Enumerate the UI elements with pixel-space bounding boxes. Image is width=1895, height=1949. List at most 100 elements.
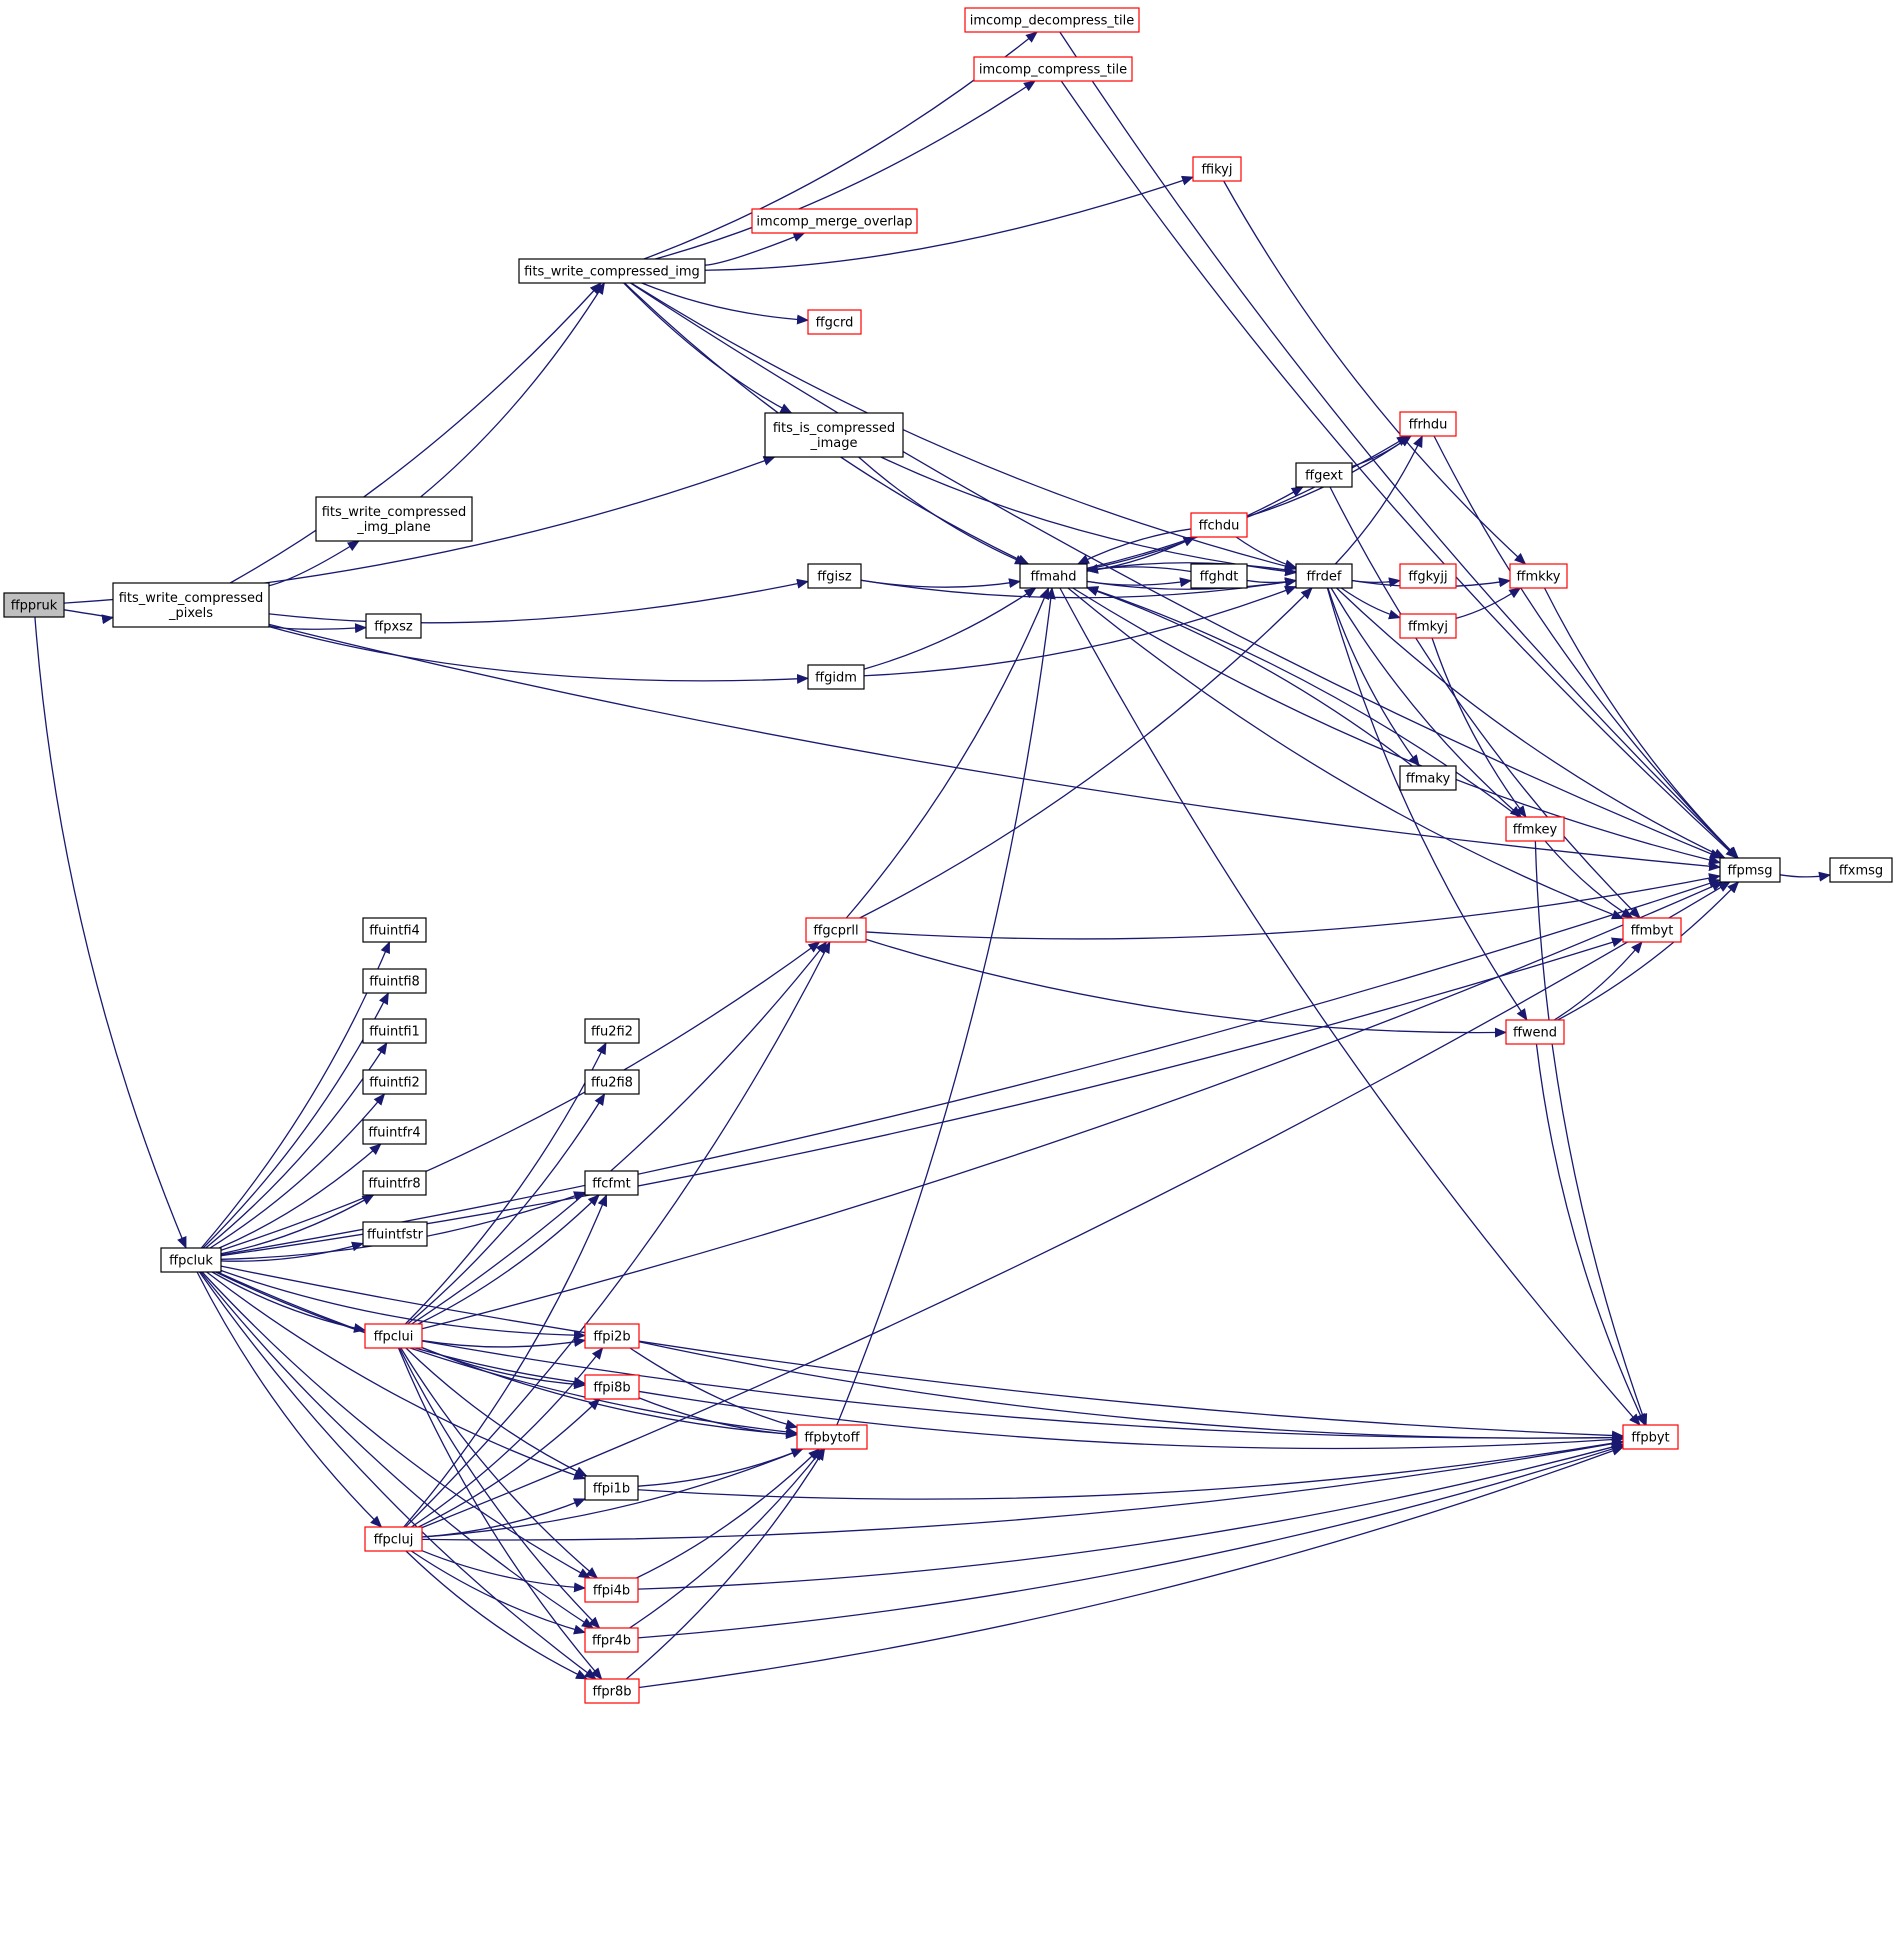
node-ffuintfi8[interactable]: ffuintfi8	[362, 968, 427, 994]
node-ffuintfr4[interactable]: ffuintfr4	[362, 1119, 427, 1145]
node-label-ffmaky: ffmaky	[1406, 772, 1451, 787]
node-ffuintfr8[interactable]: ffuintfr8	[362, 1170, 427, 1196]
node-box-ffuintfr8	[362, 1170, 427, 1196]
edge-fits_write_compressed_pixels-to-ffpmsg	[268, 623, 1721, 872]
node-ffmkey[interactable]: ffmkey	[1505, 816, 1565, 842]
node-ffgcprll[interactable]: ffgcprll	[805, 917, 867, 943]
node-label-ffmahd: ffmahd	[1030, 570, 1076, 585]
node-ffpr8b[interactable]: ffpr8b	[584, 1678, 640, 1704]
edge-ffpcluj-to-ffpmsg	[421, 881, 1731, 1529]
node-label-ffmbyt: ffmbyt	[1631, 924, 1674, 939]
node-label-imcomp_merge_overlap: imcomp_merge_overlap	[756, 215, 912, 230]
node-ffpmsg[interactable]: ffpmsg	[1719, 857, 1781, 883]
node-ffpcluj[interactable]: ffpcluj	[364, 1526, 423, 1552]
node-ffpi1b[interactable]: ffpi1b	[584, 1475, 639, 1501]
node-label-ffu2fi2: ffu2fi2	[591, 1025, 633, 1040]
node-ffgkyjj[interactable]: ffgkyjj	[1399, 563, 1457, 589]
edge-ffpr8b-to-ffpbyt	[638, 1446, 1624, 1689]
edge-ffpi4b-to-ffpbyt	[637, 1442, 1624, 1590]
node-ffgidm[interactable]: ffgidm	[807, 664, 865, 690]
node-box-ffmbyt	[1622, 917, 1682, 943]
node-label-ffuintfr8: ffuintfr8	[368, 1177, 420, 1192]
node-imcomp_decompress_tile[interactable]: imcomp_decompress_tile	[964, 7, 1140, 33]
node-ffpxsz[interactable]: ffpxsz	[365, 613, 422, 639]
node-label-ffxmsg: ffxmsg	[1839, 864, 1883, 879]
node-fits_is_compressed_image[interactable]: fits_is_compressed_image	[764, 412, 904, 458]
node-ffghdt[interactable]: ffghdt	[1190, 563, 1248, 589]
node-ffpr4b[interactable]: ffpr4b	[584, 1627, 639, 1653]
node-ffpi4b[interactable]: ffpi4b	[584, 1577, 639, 1603]
edge-fits_write_compressed_pixels-to-fits_write_compressed_img	[229, 282, 602, 584]
node-box-ffrdef	[1295, 563, 1353, 589]
node-ffpbytoff[interactable]: ffpbytoff	[796, 1424, 868, 1450]
edge-ffwend-to-ffmbyt	[1553, 941, 1643, 1021]
edge-ffpclui-to-ffgcprll	[411, 941, 828, 1325]
edge-ffpcluj-to-ffpi8b	[418, 1398, 601, 1528]
node-ffpi2b[interactable]: ffpi2b	[584, 1323, 640, 1349]
node-label-ffpi8b: ffpi8b	[593, 1381, 630, 1396]
node-ffu2fi2[interactable]: ffu2fi2	[584, 1018, 640, 1044]
node-ffmahd[interactable]: ffmahd	[1019, 563, 1088, 589]
node-ffcfmt[interactable]: ffcfmt	[584, 1170, 639, 1196]
edge-fits_write_compressed_img-to-ffpmsg	[630, 282, 1722, 859]
node-ffmaky[interactable]: ffmaky	[1399, 765, 1457, 791]
node-ffuintfi1[interactable]: ffuintfi1	[362, 1018, 427, 1044]
node-ffgcrd[interactable]: ffgcrd	[807, 309, 862, 335]
node-ffuintfstr[interactable]: ffuintfstr	[362, 1221, 428, 1247]
node-label-ffpmsg: ffpmsg	[1728, 864, 1773, 879]
node-box-fits_write_compressed_img_plane	[315, 496, 473, 542]
edge-ffrdef-to-ffmaky	[1327, 587, 1420, 767]
edge-ffpcluj-to-ffpbytoff	[421, 1448, 804, 1538]
edge-fits_write_compressed_img_plane-to-fits_write_compressed_img	[420, 282, 605, 498]
node-box-ffu2fi2	[584, 1018, 640, 1044]
node-box-ffcfmt	[584, 1170, 639, 1196]
node-imcomp_merge_overlap[interactable]: imcomp_merge_overlap	[751, 208, 918, 234]
node-ffpi8b[interactable]: ffpi8b	[584, 1374, 640, 1400]
node-fits_write_compressed_img[interactable]: fits_write_compressed_img	[518, 258, 706, 284]
node-ffuintfi2[interactable]: ffuintfi2	[362, 1069, 427, 1095]
node-ffgisz[interactable]: ffgisz	[807, 563, 862, 589]
node-label-ffpxsz: ffpxsz	[374, 620, 413, 635]
node-ffchdu[interactable]: ffchdu	[1190, 512, 1248, 538]
node-ffuintfi4[interactable]: ffuintfi4	[362, 917, 427, 943]
node-box-ffuintfr4	[362, 1119, 427, 1145]
node-ffu2fi8[interactable]: ffu2fi8	[584, 1069, 640, 1095]
node-ffgext[interactable]: ffgext	[1295, 462, 1353, 488]
node-label-fits_write_compressed_img: fits_write_compressed_img	[524, 265, 700, 280]
node-label-ffpr4b: ffpr4b	[592, 1634, 631, 1649]
node-label-imcomp_decompress_tile: imcomp_decompress_tile	[970, 14, 1134, 29]
node-box-ffwend	[1505, 1019, 1565, 1045]
node-ffpclui[interactable]: ffpclui	[364, 1323, 423, 1349]
node-ffrdef[interactable]: ffrdef	[1295, 563, 1353, 589]
node-ffrhdu[interactable]: ffrhdu	[1399, 411, 1457, 437]
node-box-ffmkey	[1505, 816, 1565, 842]
node-ffmkyj[interactable]: ffmkyj	[1399, 613, 1457, 639]
node-box-ffgcrd	[807, 309, 862, 335]
edge-fits_write_compressed_pixels-to-fits_write_compressed_img_plane	[268, 540, 360, 587]
edge-fits_write_compressed_pixels-to-ffgidm	[268, 625, 809, 684]
edge-ffrdef-to-ffpmsg	[1336, 587, 1726, 859]
node-box-imcomp_compress_tile	[973, 56, 1133, 82]
node-ffwend[interactable]: ffwend	[1505, 1019, 1565, 1045]
edge-ffmahd-to-ffmbyt	[1067, 587, 1624, 920]
edge-ffpi1b-to-ffpbyt	[637, 1438, 1624, 1500]
node-ffpbyt[interactable]: ffpbyt	[1622, 1424, 1679, 1450]
edge-ffpcluj-to-ffpi4b	[421, 1550, 586, 1593]
node-ffmkky[interactable]: ffmkky	[1509, 563, 1568, 589]
node-label-ffgkyjj: ffgkyjj	[1408, 570, 1447, 585]
node-ffppruk[interactable]: ffppruk	[3, 592, 65, 618]
edge-ffgext-to-ffmbyt	[1329, 486, 1641, 919]
node-ffmbyt[interactable]: ffmbyt	[1622, 917, 1682, 943]
edge-ffgcprll-to-ffrdef	[859, 587, 1313, 919]
node-imcomp_compress_tile[interactable]: imcomp_compress_tile	[973, 56, 1133, 82]
node-fits_write_compressed_img_plane[interactable]: fits_write_compressed_img_plane	[315, 496, 473, 542]
node-label-ffpcluj: ffpcluj	[374, 1533, 414, 1548]
edge-ffrdef-to-ffwend	[1326, 587, 1528, 1021]
node-ffxmsg[interactable]: ffxmsg	[1829, 857, 1893, 883]
node-ffikyj[interactable]: ffikyj	[1192, 156, 1242, 182]
node-ffpcluk[interactable]: ffpcluk	[160, 1247, 222, 1273]
edge-ffpr8b-to-ffpbytoff	[625, 1448, 826, 1680]
node-label-ffpi4b: ffpi4b	[593, 1584, 630, 1599]
node-box-ffpmsg	[1719, 857, 1781, 883]
node-fits_write_compressed_pixels[interactable]: fits_write_compressed_pixels	[112, 582, 270, 628]
